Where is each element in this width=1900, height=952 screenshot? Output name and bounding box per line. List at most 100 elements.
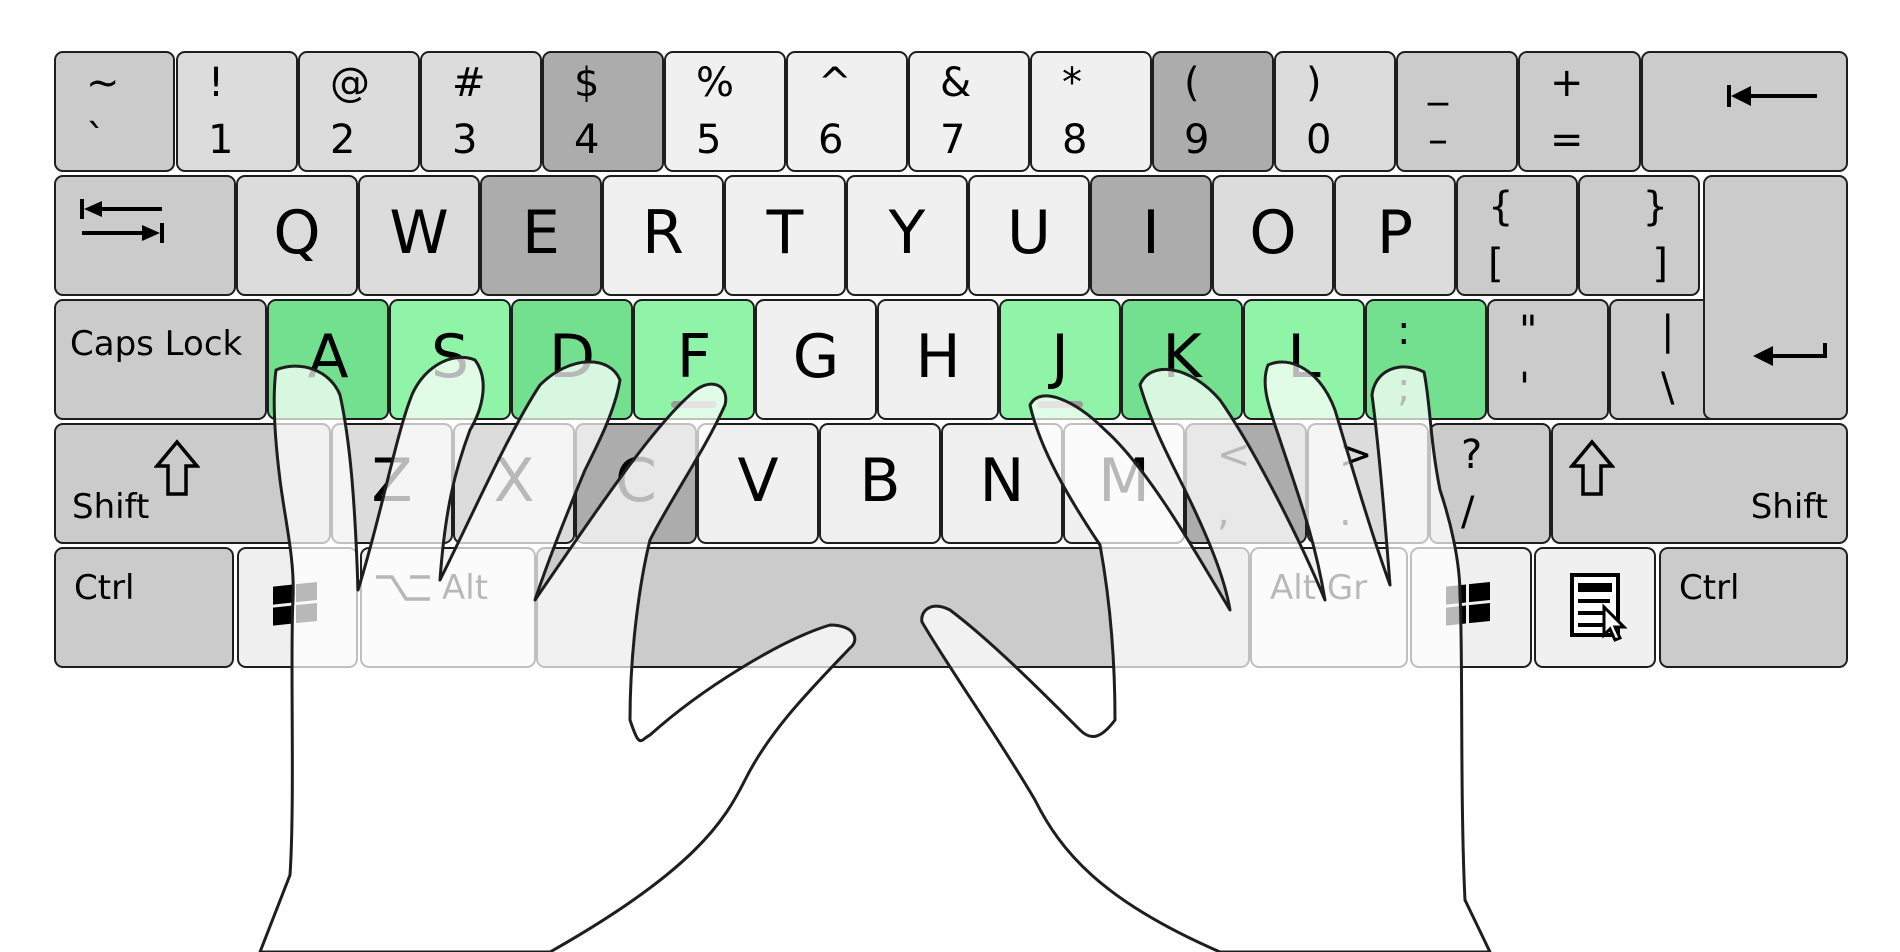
key-1-base-char: 1: [208, 117, 234, 163]
key-3-base-char: 3: [452, 117, 478, 163]
key-i-letter: I: [1142, 197, 1160, 268]
key-0[interactable]: )0: [1274, 51, 1396, 172]
key-7-base-char: 7: [940, 117, 966, 163]
key-h[interactable]: H: [877, 299, 999, 420]
key-7[interactable]: &7: [908, 51, 1030, 172]
key-right-shift[interactable]: Shift: [1551, 423, 1848, 544]
key-o[interactable]: O: [1212, 175, 1334, 296]
menu-icon-icon: [1566, 571, 1632, 646]
key-6-shift-char: ^: [818, 60, 852, 106]
key-quote-shift-char: ": [1519, 308, 1538, 354]
key-5[interactable]: %5: [664, 51, 786, 172]
key-backslash-shift-char: |: [1661, 308, 1675, 354]
key-q-letter: Q: [273, 197, 321, 268]
key-caps-lock-label: Caps Lock: [70, 324, 243, 364]
key-t-letter: T: [766, 197, 804, 268]
key-1[interactable]: !1: [176, 51, 298, 172]
key-f[interactable]: F: [633, 299, 755, 420]
key-semicolon-shift-char: :: [1397, 308, 1411, 354]
key-u-letter: U: [1007, 197, 1051, 268]
key-g-letter: G: [792, 321, 840, 392]
key-t[interactable]: T: [724, 175, 846, 296]
key-e[interactable]: E: [480, 175, 602, 296]
key-p[interactable]: P: [1334, 175, 1456, 296]
key-5-shift-char: %: [696, 60, 735, 106]
key-o-letter: O: [1249, 197, 1297, 268]
key-i[interactable]: I: [1090, 175, 1212, 296]
key-e-letter: E: [522, 197, 560, 268]
right-hand-outline: [920, 360, 1492, 952]
shift-arrow-icon: [1568, 439, 1616, 500]
key-4-base-char: 4: [574, 117, 600, 163]
enter-arrow-icon: [1751, 339, 1829, 372]
key-open-bracket-base-char: [: [1488, 241, 1504, 287]
tab-arrows-icon: [78, 195, 166, 250]
key-minus-base-char: –: [1428, 117, 1448, 163]
left-hand-outline: [258, 355, 857, 952]
key-9-base-char: 9: [1184, 117, 1210, 163]
key-close-bracket[interactable]: }]: [1578, 175, 1700, 296]
key-caps-lock[interactable]: Caps Lock: [54, 299, 267, 420]
key-tab[interactable]: [54, 175, 236, 296]
key-menu[interactable]: [1534, 547, 1656, 668]
key-7-shift-char: &: [940, 60, 972, 106]
key-9[interactable]: (9: [1152, 51, 1274, 172]
key-1-shift-char: !: [208, 60, 225, 106]
key-n[interactable]: N: [941, 423, 1063, 544]
key-minus[interactable]: _–: [1396, 51, 1518, 172]
key-3-shift-char: #: [452, 60, 486, 106]
key-q[interactable]: Q: [236, 175, 358, 296]
key-right-ctrl[interactable]: Ctrl: [1659, 547, 1848, 668]
key-w[interactable]: W: [358, 175, 480, 296]
key-enter[interactable]: [1703, 175, 1848, 420]
key-backslash-base-char: \: [1661, 365, 1675, 411]
key-8[interactable]: *8: [1030, 51, 1152, 172]
key-2-base-char: 2: [330, 117, 356, 163]
key-9-shift-char: (: [1184, 60, 1200, 106]
key-v-letter: V: [737, 445, 779, 516]
key-tilde[interactable]: ~`: [54, 51, 175, 172]
key-right-ctrl-label: Ctrl: [1679, 568, 1740, 608]
key-open-bracket-shift-char: {: [1488, 184, 1514, 230]
key-5-base-char: 5: [696, 117, 722, 163]
key-y-letter: Y: [888, 197, 926, 268]
key-g[interactable]: G: [755, 299, 877, 420]
key-f-letter: F: [676, 321, 712, 392]
key-j-letter: J: [1051, 321, 1069, 392]
key-2[interactable]: @2: [298, 51, 420, 172]
key-2-shift-char: @: [330, 60, 370, 106]
key-left-ctrl[interactable]: Ctrl: [54, 547, 234, 668]
backspace-arrow-icon: [1725, 81, 1821, 114]
key-quote-base-char: ': [1519, 365, 1530, 411]
key-quote[interactable]: "': [1487, 299, 1609, 420]
key-tilde-base-char: `: [86, 117, 106, 163]
key-close-bracket-shift-char: }: [1642, 184, 1668, 230]
key-v[interactable]: V: [697, 423, 819, 544]
key-u[interactable]: U: [968, 175, 1090, 296]
key-open-bracket[interactable]: {[: [1456, 175, 1578, 296]
key-slash-base-char: /: [1461, 489, 1475, 535]
key-6[interactable]: ^6: [786, 51, 908, 172]
key-equals[interactable]: +=: [1518, 51, 1641, 172]
key-close-bracket-base-char: ]: [1652, 241, 1668, 287]
key-equals-shift-char: +: [1550, 60, 1584, 106]
key-4[interactable]: $4: [542, 51, 664, 172]
key-0-base-char: 0: [1306, 117, 1332, 163]
key-tilde-shift-char: ~: [86, 60, 120, 106]
key-right-shift-label: Shift: [1750, 487, 1828, 527]
key-b[interactable]: B: [819, 423, 941, 544]
key-3[interactable]: #3: [420, 51, 542, 172]
key-0-shift-char: ): [1306, 60, 1322, 106]
key-b-letter: B: [859, 445, 901, 516]
key-left-shift-label: Shift: [72, 487, 150, 527]
key-r[interactable]: R: [602, 175, 724, 296]
key-y[interactable]: Y: [846, 175, 968, 296]
key-r-letter: R: [642, 197, 684, 268]
key-4-shift-char: $: [574, 60, 600, 106]
key-n-letter: N: [979, 445, 1025, 516]
key-left-ctrl-label: Ctrl: [74, 568, 135, 608]
key-8-base-char: 8: [1062, 117, 1088, 163]
key-backspace[interactable]: [1641, 51, 1848, 172]
key-8-shift-char: *: [1062, 60, 1082, 106]
